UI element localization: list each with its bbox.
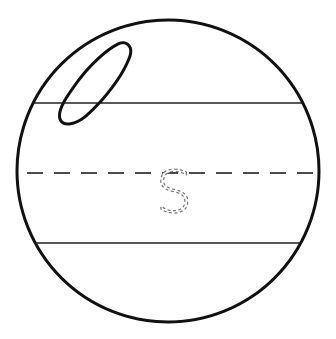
center-letter: S <box>156 158 193 226</box>
